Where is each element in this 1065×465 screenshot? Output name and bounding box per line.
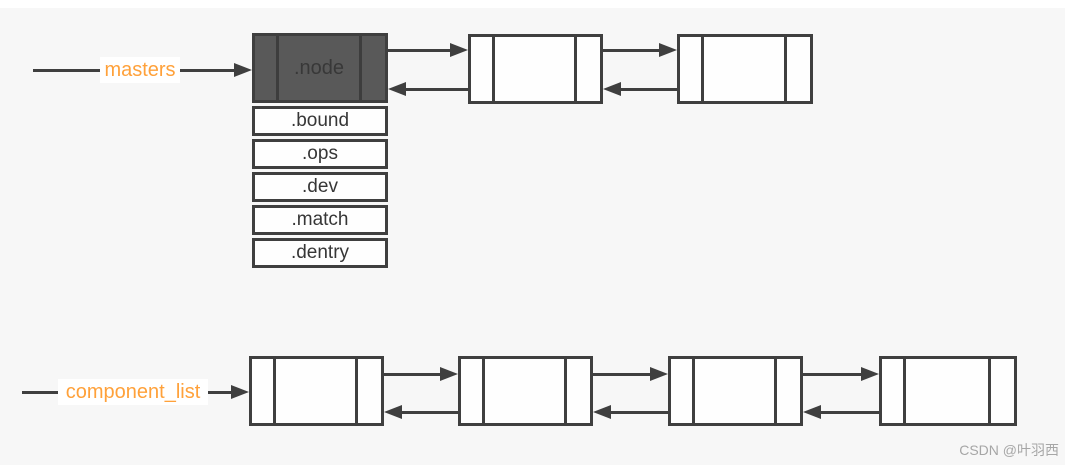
node-cell-divider-right	[774, 359, 777, 423]
struct-node-label: .node	[293, 57, 345, 79]
masters-list-node-1	[468, 34, 603, 104]
component-list-arrowhead-icon	[231, 385, 249, 399]
node-cell-divider-right	[355, 359, 358, 423]
component-list-node-4	[879, 356, 1017, 426]
node-cell-divider-left	[692, 359, 695, 423]
arrow-b4-to-b3-head-icon	[803, 405, 821, 419]
arrow-struct-to-node1-line	[388, 49, 454, 52]
node-cell-divider-right	[574, 37, 577, 101]
arrow-b2-to-b3-head-icon	[650, 367, 668, 381]
watermark: CSDN @叶羽西	[959, 442, 1059, 458]
arrow-b3-to-b4-head-icon	[861, 367, 879, 381]
arrow-node2-to-node1-head-icon	[603, 82, 621, 96]
arrow-b3-to-b2-line	[609, 411, 668, 414]
arrow-node1-to-struct-line	[404, 88, 468, 91]
node-cell-divider-right	[359, 36, 362, 100]
masters-list-node-2	[677, 34, 813, 104]
struct-field-ops: .ops	[252, 139, 388, 169]
arrow-b2-to-b3-line	[593, 373, 654, 376]
node-cell-divider-right	[988, 359, 991, 423]
struct-field-bound: .bound	[252, 106, 388, 136]
node-cell-divider-left	[273, 359, 276, 423]
top-whitespace	[0, 0, 1065, 8]
arrow-node2-to-node1-line	[619, 88, 677, 91]
node-cell-divider-left	[492, 37, 495, 101]
struct-node-field: .node	[252, 33, 388, 103]
node-cell-divider-left	[903, 359, 906, 423]
node-cell-divider-left	[482, 359, 485, 423]
arrow-b3-to-b4-line	[803, 373, 865, 376]
arrow-b4-to-b3-line	[819, 411, 879, 414]
arrow-b3-to-b2-head-icon	[593, 405, 611, 419]
component-list-node-2	[458, 356, 593, 426]
component-list-node-1	[249, 356, 384, 426]
struct-field-match: .match	[252, 205, 388, 235]
node-cell-divider-left	[701, 37, 704, 101]
arrow-b1-to-b2-head-icon	[440, 367, 458, 381]
arrow-node1-to-struct-head-icon	[388, 82, 406, 96]
masters-arrowhead-icon	[234, 63, 252, 77]
node-cell-divider-right	[564, 359, 567, 423]
arrow-b1-to-b2-line	[384, 373, 444, 376]
arrow-b2-to-b1-head-icon	[384, 405, 402, 419]
component-list-pointer-label: component_list	[58, 379, 208, 405]
masters-pointer-label: masters	[100, 57, 180, 83]
node-cell-divider-right	[784, 37, 787, 101]
arrow-struct-to-node1-head-icon	[450, 43, 468, 57]
node-cell-divider-left	[276, 36, 279, 100]
struct-field-dentry: .dentry	[252, 238, 388, 268]
arrow-b2-to-b1-line	[400, 411, 458, 414]
arrow-node1-to-node2-line	[603, 49, 663, 52]
struct-field-dev: .dev	[252, 172, 388, 202]
component-list-node-3	[668, 356, 803, 426]
arrow-node1-to-node2-head-icon	[659, 43, 677, 57]
